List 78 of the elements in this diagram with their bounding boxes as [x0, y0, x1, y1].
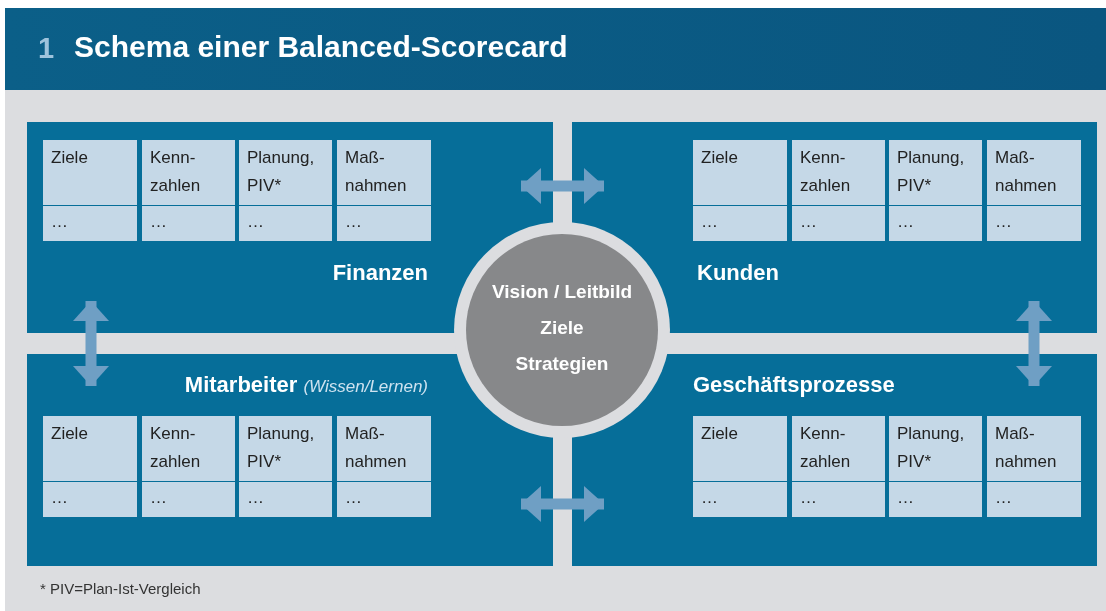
- table-cell: [337, 206, 431, 241]
- double-arrow: [521, 486, 604, 522]
- double-arrow: [1016, 301, 1052, 386]
- cell-text: …: [995, 487, 1013, 509]
- table-cell: [889, 416, 982, 481]
- cell-text: …: [897, 487, 915, 509]
- table-cell: [693, 140, 787, 205]
- cell-text: …: [247, 211, 265, 233]
- table-cell: [792, 416, 885, 481]
- cell-text: Maß- nahmen: [345, 423, 408, 473]
- cell-text: …: [800, 487, 818, 509]
- table-cell: [239, 206, 332, 241]
- cell-text: Planung, PIV*: [247, 423, 316, 473]
- cell-text: …: [897, 211, 915, 233]
- cell-text: Kenn- zahlen: [150, 147, 202, 197]
- table-cell: [889, 206, 982, 241]
- cell-text: …: [800, 211, 818, 233]
- table-cell: [142, 416, 235, 481]
- cell-text: Kenn- zahlen: [800, 423, 852, 473]
- circle-label: Strategien: [514, 353, 610, 375]
- circle-label: Vision / Leitbild: [490, 281, 634, 303]
- double-arrow: [521, 168, 604, 204]
- cell-text: …: [247, 487, 265, 509]
- table-cell: [693, 416, 787, 481]
- table-cell: [693, 482, 787, 517]
- table-cell: [987, 416, 1081, 481]
- cell-text: Ziele: [51, 147, 89, 169]
- table-cell: [337, 140, 431, 205]
- table-cell: [792, 206, 885, 241]
- cell-text: …: [51, 487, 69, 509]
- circle-label: Ziele: [539, 317, 585, 339]
- table-cell: [792, 140, 885, 205]
- table-cell: [239, 416, 332, 481]
- panel-heading: Kunden: [697, 260, 779, 286]
- table-cell: [792, 482, 885, 517]
- cell-text: Kenn- zahlen: [800, 147, 852, 197]
- cell-text: Planung, PIV*: [897, 423, 966, 473]
- table-cell: [43, 206, 137, 241]
- cell-text: …: [701, 211, 719, 233]
- table-cell: [693, 206, 787, 241]
- cell-text: …: [701, 487, 719, 509]
- figure-number: 1: [38, 32, 55, 65]
- cell-text: Planung, PIV*: [897, 147, 966, 197]
- table-cell: [142, 140, 235, 205]
- table-cell: [987, 140, 1081, 205]
- table-cell: [337, 416, 431, 481]
- table-cell: [142, 206, 235, 241]
- panel-heading: Mitarbeiter (Wissen/Lernen): [184, 372, 428, 398]
- cell-text: Maß- nahmen: [345, 147, 408, 197]
- diagram-title: Schema einer Balanced-Scorecard: [74, 30, 568, 64]
- cell-text: …: [150, 211, 168, 233]
- footnote: * PIV=Plan-Ist-Vergleich: [40, 580, 201, 597]
- cell-text: …: [51, 211, 69, 233]
- cell-text: …: [345, 487, 363, 509]
- cell-text: Maß- nahmen: [995, 423, 1058, 473]
- panel-heading: Geschäftsprozesse: [693, 372, 895, 398]
- cell-text: Maß- nahmen: [995, 147, 1058, 197]
- table-cell: [239, 140, 332, 205]
- table-cell: [43, 416, 137, 481]
- table-cell: [43, 482, 137, 517]
- table-cell: [987, 206, 1081, 241]
- cell-text: …: [150, 487, 168, 509]
- table-cell: [889, 482, 982, 517]
- table-cell: [889, 140, 982, 205]
- cell-text: …: [995, 211, 1013, 233]
- cell-text: Planung, PIV*: [247, 147, 316, 197]
- cell-text: Kenn- zahlen: [150, 423, 202, 473]
- cell-text: …: [345, 211, 363, 233]
- table-cell: [142, 482, 235, 517]
- panel-heading: Finanzen: [332, 260, 428, 286]
- cell-text: Ziele: [701, 147, 739, 169]
- cell-text: Ziele: [701, 423, 739, 445]
- table-cell: [43, 140, 137, 205]
- table-cell: [987, 482, 1081, 517]
- table-cell: [337, 482, 431, 517]
- cell-text: Ziele: [51, 423, 89, 445]
- double-arrow: [73, 301, 109, 386]
- table-cell: [239, 482, 332, 517]
